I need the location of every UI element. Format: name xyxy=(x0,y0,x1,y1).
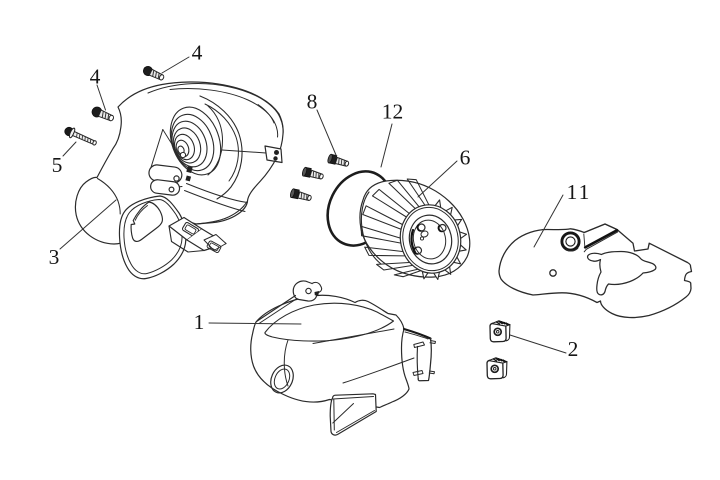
svg-text:5: 5 xyxy=(52,153,63,177)
svg-text:11: 11 xyxy=(567,180,592,204)
svg-text:1: 1 xyxy=(194,310,205,334)
svg-text:3: 3 xyxy=(49,245,60,269)
svg-text:8: 8 xyxy=(307,90,318,114)
svg-text:12: 12 xyxy=(382,100,404,124)
svg-text:6: 6 xyxy=(460,146,471,170)
svg-text:4: 4 xyxy=(90,65,101,89)
svg-text:4: 4 xyxy=(192,41,203,65)
svg-text:2: 2 xyxy=(568,337,579,361)
